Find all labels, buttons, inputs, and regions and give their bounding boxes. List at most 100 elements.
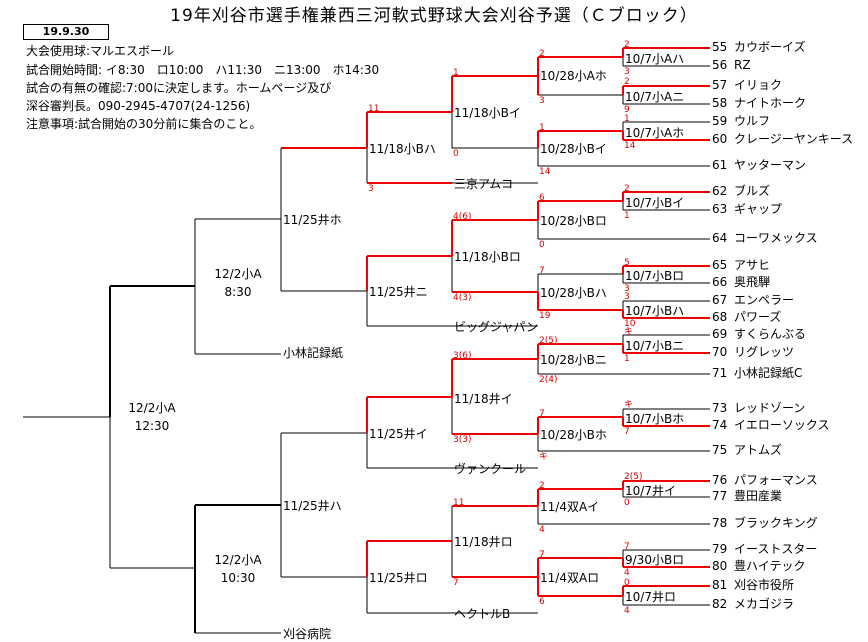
score: 9 xyxy=(624,105,630,115)
score: 6 xyxy=(539,193,545,203)
team-name: カウボーイズ xyxy=(734,40,806,54)
team-name: RZ xyxy=(734,58,751,72)
team-name: アサヒ xyxy=(734,258,771,272)
score: 0 xyxy=(624,578,630,588)
team-number: 67 xyxy=(712,293,728,307)
team-name: ヤッターマン xyxy=(734,158,807,172)
team-number: 82 xyxy=(712,597,728,611)
team-name: アトムズ xyxy=(734,443,783,457)
score: 2 xyxy=(539,481,545,491)
score: 6 xyxy=(539,597,545,607)
score: キ xyxy=(539,452,549,462)
team-name: ブラックキング xyxy=(734,516,818,530)
info-ball: 大会使用球:マルエスボール xyxy=(26,44,175,58)
score: 1 xyxy=(539,123,545,133)
score: 7 xyxy=(624,427,630,437)
score: 7 xyxy=(539,266,545,276)
score: 14 xyxy=(624,141,636,151)
team-number: 68 xyxy=(712,310,728,324)
info-contact: 深谷審判長。090-2945-4707(24-1256) xyxy=(26,99,251,113)
team-name: クレージーヤンキース xyxy=(734,132,854,146)
team-name: 豊田産業 xyxy=(734,489,783,503)
seed-team: ヘクトルB xyxy=(454,607,511,621)
score: 7 xyxy=(453,578,459,588)
score: 2 xyxy=(539,49,545,59)
team-number: 75 xyxy=(712,443,728,457)
team-entry: 74 イエローソックス xyxy=(712,418,830,432)
score: 0 xyxy=(539,240,545,250)
team-name: リグレッツ xyxy=(734,345,795,359)
team-entry: 82 メカゴジラ xyxy=(712,597,794,611)
seed-team: 三京アムコ xyxy=(454,177,514,191)
match-r1: 10/7小Bハ xyxy=(625,304,685,318)
score: 4(6) xyxy=(453,212,472,222)
seed-team: ヴァンクール xyxy=(454,462,527,476)
seed-team: ビッグジャパン xyxy=(454,320,539,334)
score: 2 xyxy=(624,184,630,194)
seed-team: 小林記録紙 xyxy=(283,346,344,360)
info-notice: 注意事項:試合開始の30分前に集合のこと。 xyxy=(26,117,262,131)
score: 10 xyxy=(624,319,636,329)
score: 4(3) xyxy=(453,293,472,303)
score: 3(6) xyxy=(453,351,472,361)
score: 2 xyxy=(624,77,630,87)
match-r2: 10/28小Bロ xyxy=(540,214,607,228)
team-number: 70 xyxy=(712,345,728,359)
score: 5 xyxy=(624,258,630,268)
seed-team: 刈谷病院 xyxy=(283,627,332,641)
score: 7 xyxy=(539,550,545,560)
team-entry: 75 アトムズ xyxy=(712,443,782,457)
score: 1 xyxy=(453,68,459,78)
page-title: 19年刈谷市選手権兼西三河軟式野球大会刈谷予選（Ｃブロック） xyxy=(170,6,698,26)
team-number: 74 xyxy=(712,418,728,432)
team-number: 64 xyxy=(712,231,728,245)
match-r2: 10/28小Aホ xyxy=(540,69,607,83)
score: 3(3) xyxy=(453,435,472,445)
team-number: 73 xyxy=(712,401,728,415)
team-name: コーワメックス xyxy=(734,231,818,245)
score: 4 xyxy=(624,568,630,578)
team-number: 62 xyxy=(712,184,728,198)
match-r1: 10/7小Aハ xyxy=(625,52,685,66)
team-number: 63 xyxy=(712,202,728,216)
date-box: 19.9.30 xyxy=(23,24,109,40)
match-r1: 10/7小Bニ xyxy=(625,339,685,353)
team-entry: 64 コーワメックス xyxy=(712,231,818,245)
team-number: 58 xyxy=(712,96,728,110)
score: 2(5) xyxy=(624,472,643,482)
match-r1: 10/7井イ xyxy=(625,484,676,498)
score: 14 xyxy=(539,167,551,177)
team-name: 刈谷市役所 xyxy=(734,578,795,592)
team-name: パフォーマンス xyxy=(734,473,818,487)
team-name: イーストスター xyxy=(734,542,818,556)
info-confirmation: 試合の有無の確認:7:00に決定します。ホームページ及び xyxy=(26,81,332,95)
team-number: 56 xyxy=(712,58,728,72)
match-r5: 11/25井ハ xyxy=(283,499,342,513)
team-number: 60 xyxy=(712,132,728,146)
team-number: 79 xyxy=(712,542,728,556)
team-number: 57 xyxy=(712,78,728,92)
team-name: イエローソックス xyxy=(734,418,830,432)
match-r2: 11/4双Aロ xyxy=(540,571,600,585)
score: 7 xyxy=(539,409,545,419)
score: 3 xyxy=(624,67,630,77)
match-r2: 10/28小Bイ xyxy=(540,142,607,156)
team-entry: 56 RZ xyxy=(712,58,751,72)
score: 1 xyxy=(624,114,630,124)
score: 0 xyxy=(624,498,630,508)
match-r4: 11/25井ニ xyxy=(369,285,428,299)
match-r1: 10/7小Bホ xyxy=(625,412,685,426)
match-r2: 10/28小Bホ xyxy=(540,428,607,442)
team-name: メカゴジラ xyxy=(734,597,795,611)
